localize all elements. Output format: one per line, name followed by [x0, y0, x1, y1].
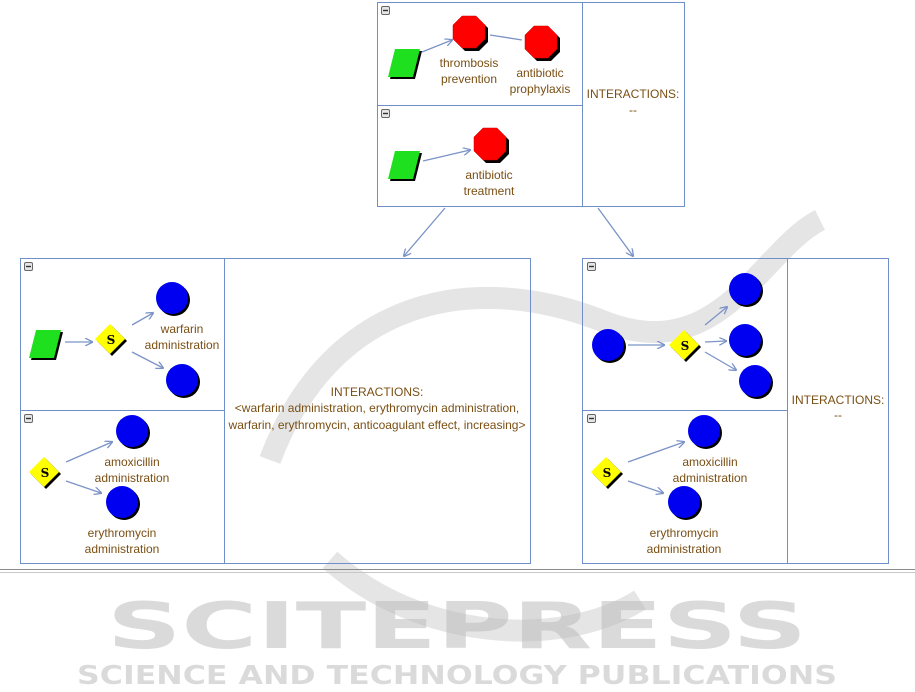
node-label: warfarin [160, 322, 204, 336]
goal-node-thrombosis-prevention[interactable] [452, 15, 489, 52]
switch-icon: S [41, 466, 50, 480]
node-label: antibiotic [465, 168, 512, 182]
goal-node-antibiotic-treatment[interactable] [473, 127, 510, 164]
interactions-value: -- [834, 408, 842, 422]
goal-node-antibiotic-prophylaxis[interactable] [524, 25, 561, 62]
watermark-tagline: SCIENCE AND TECHNOLOGY PUBLICATIONS [77, 661, 837, 691]
collapse-button[interactable] [587, 262, 596, 271]
switch-icon: S [107, 333, 116, 347]
left-panel-2: S amoxicillin administration erythromyci… [29, 415, 169, 556]
activity-node-erythromycin-administration[interactable] [668, 486, 702, 520]
activity-node[interactable] [739, 365, 773, 399]
node-label: administration [673, 471, 748, 485]
interactions-title: INTERACTIONS: [587, 87, 680, 101]
right-panel-2: S amoxicillin administration erythromyci… [591, 415, 747, 556]
left-panel-1: S warfarin administration [29, 282, 219, 398]
interactions-title: INTERACTIONS: [331, 385, 424, 399]
right-state-box: S S amoxicillin administration erythromy… [582, 258, 889, 564]
bottom-divider [0, 569, 915, 573]
interactions-value: -- [629, 103, 637, 117]
interactions-line: <warfarin administration, erythromycin a… [235, 401, 519, 415]
node-label: treatment [464, 184, 515, 198]
watermark-brand: SCITEPRESS [107, 590, 807, 664]
collapse-button[interactable] [381, 109, 390, 118]
action-node[interactable] [29, 330, 63, 360]
right-panel-1: S [592, 273, 773, 399]
switch-icon: S [681, 339, 690, 353]
collapse-button[interactable] [381, 6, 390, 15]
activity-node-erythromycin-administration[interactable] [106, 486, 140, 520]
watermark: SCITEPRESS SCIENCE AND TECHNOLOGY PUBLIC… [77, 210, 837, 691]
node-label: administration [647, 542, 722, 556]
node-label: administration [145, 338, 220, 352]
node-label: antibiotic [516, 66, 563, 80]
collapse-button[interactable] [24, 414, 33, 423]
top-state-box: thrombosis prevention antibiotic prophyl… [377, 2, 685, 207]
node-label: administration [85, 542, 160, 556]
node-label: prophylaxis [510, 82, 571, 96]
left-state-box: S warfarin administration S amoxicillin … [20, 258, 531, 564]
node-label: erythromycin [88, 526, 157, 540]
switch-icon: S [603, 466, 612, 480]
action-node[interactable] [388, 151, 422, 181]
transition-arrow-left [404, 207, 446, 256]
action-node[interactable] [388, 49, 422, 79]
transition-arrow-right [597, 207, 633, 256]
node-label: thrombosis [440, 56, 499, 70]
top-panel-2: antibiotic treatment [388, 127, 515, 198]
activity-node-warfarin-administration[interactable] [156, 282, 190, 316]
activity-node-amoxicillin-administration[interactable] [688, 415, 722, 449]
node-label: administration [95, 471, 170, 485]
node-label: amoxicillin [104, 455, 159, 469]
activity-node[interactable] [166, 364, 200, 398]
node-label: erythromycin [650, 526, 719, 540]
activity-node-amoxicillin-administration[interactable] [116, 415, 150, 449]
top-panel-1: thrombosis prevention antibiotic prophyl… [388, 15, 571, 96]
node-label: prevention [441, 72, 497, 86]
interactions-line: warfarin, erythromycin, anticoagulant ef… [228, 418, 526, 432]
node-label: amoxicillin [682, 455, 737, 469]
activity-node[interactable] [729, 324, 763, 358]
collapse-button[interactable] [24, 262, 33, 271]
collapse-button[interactable] [587, 414, 596, 423]
interactions-title: INTERACTIONS: [792, 393, 885, 407]
